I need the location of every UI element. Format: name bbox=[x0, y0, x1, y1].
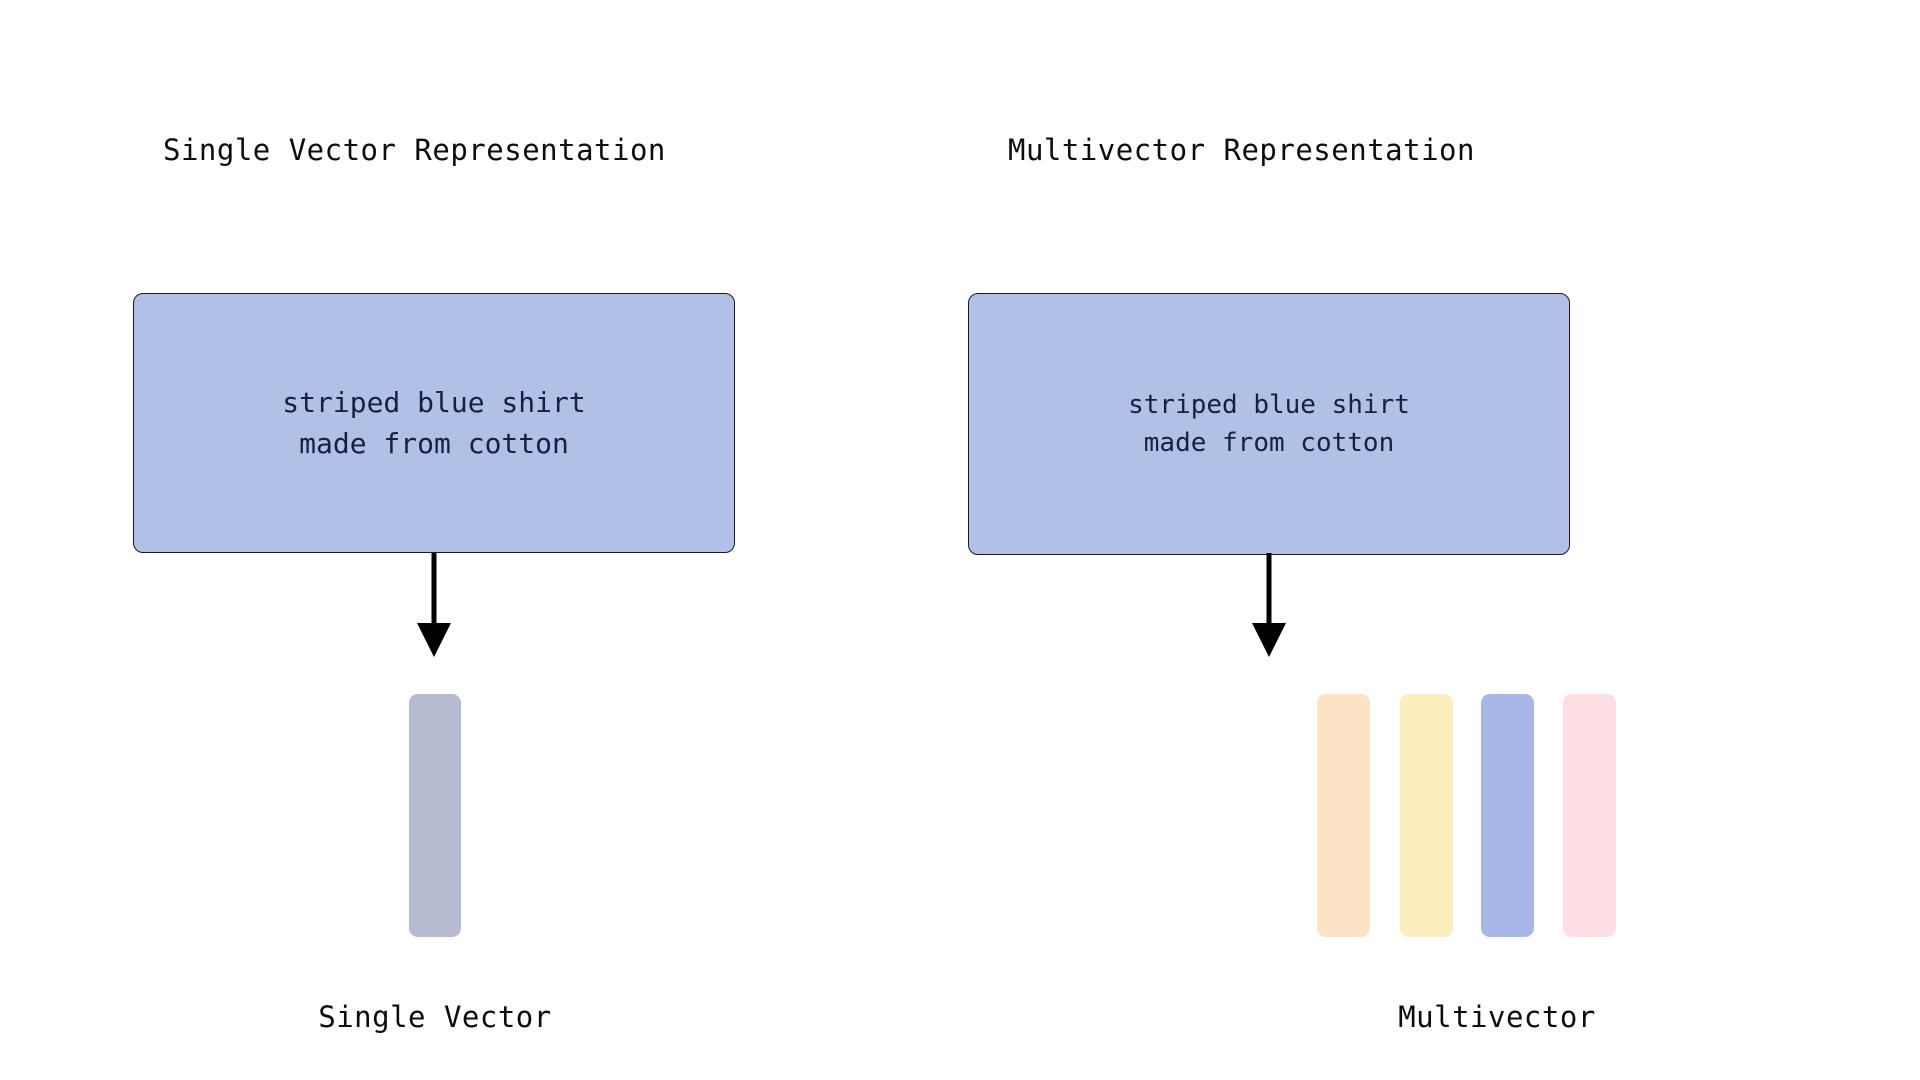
panel-multivector: Multivector Representation striped blue … bbox=[960, 0, 1920, 1080]
document-text-single-vector: striped blue shirt made from cotton bbox=[282, 385, 586, 460]
multivector-bar-4 bbox=[1563, 694, 1616, 937]
multivector-bar-group bbox=[1317, 694, 1677, 937]
panel-title-multivector: Multivector Representation bbox=[1008, 133, 1475, 167]
document-text-multivector: striped blue shirt made from cotton bbox=[1128, 389, 1410, 458]
multivector-bar-3 bbox=[1481, 694, 1534, 937]
panel-single-vector: Single Vector Representation striped blu… bbox=[133, 133, 735, 1034]
arrow-down-single-vector bbox=[417, 553, 451, 657]
caption-single-vector: Single Vector bbox=[318, 1000, 552, 1034]
single-vector-bar bbox=[409, 694, 461, 937]
arrow-down-multivector bbox=[1252, 553, 1286, 657]
document-box-multivector: striped blue shirt made from cotton bbox=[968, 293, 1570, 555]
multivector-bar-1 bbox=[1317, 694, 1370, 937]
multivector-bar-2 bbox=[1400, 694, 1453, 937]
panel-title-single-vector: Single Vector Representation bbox=[163, 133, 666, 167]
document-box-single-vector: striped blue shirt made from cotton bbox=[133, 293, 735, 553]
caption-multivector: Multivector bbox=[1398, 1000, 1596, 1034]
